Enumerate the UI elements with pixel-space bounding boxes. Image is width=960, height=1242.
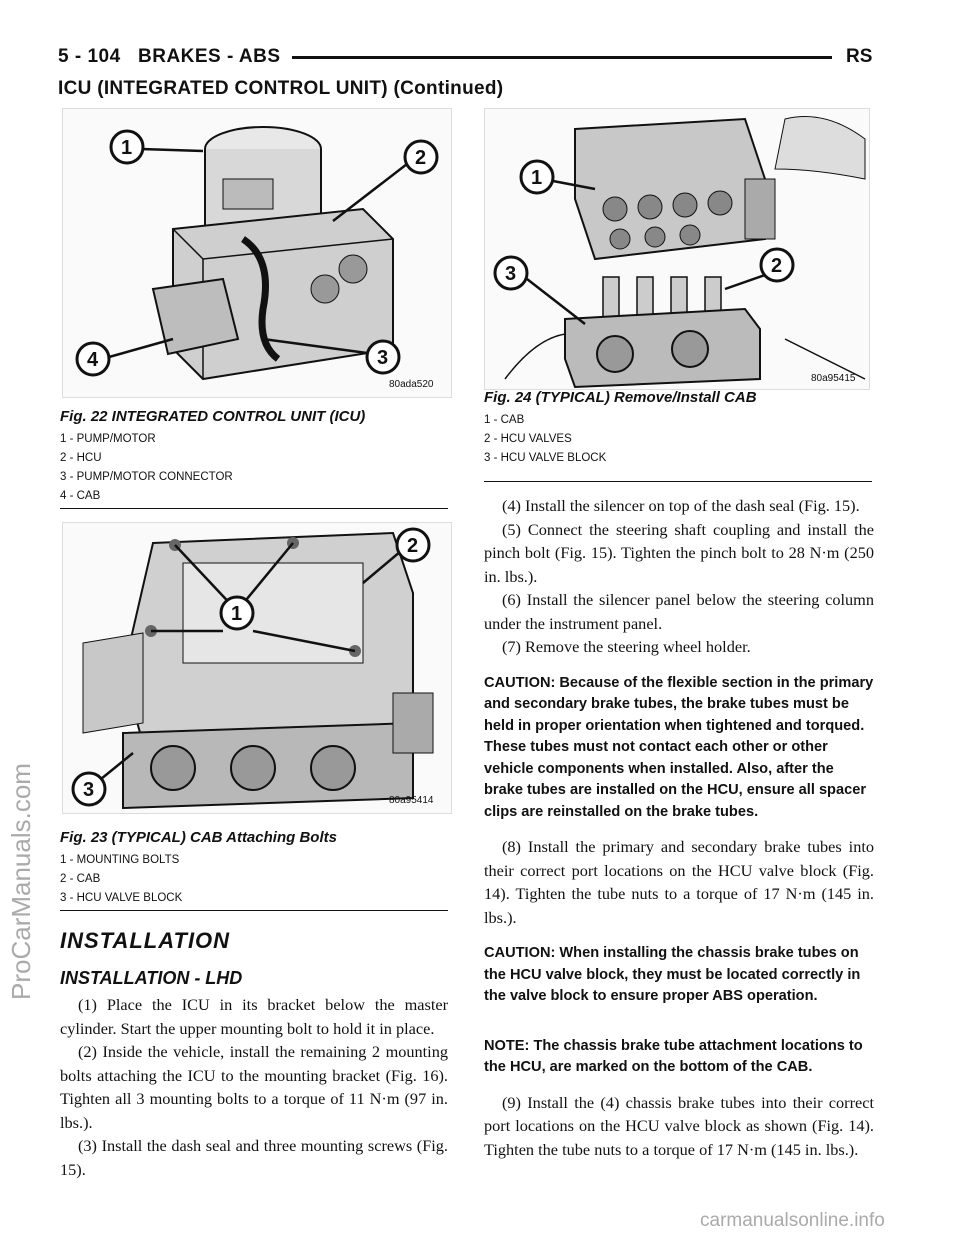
callout-3: 3 xyxy=(83,779,94,801)
figure-code: 80ada520 xyxy=(389,379,434,390)
legend-rule xyxy=(484,481,872,482)
figure-23-image: 1 2 3 80a95414 xyxy=(62,522,452,814)
figure-24-legend: 1 - CAB 2 - HCU VALVES 3 - HCU VALVE BLO… xyxy=(484,411,606,468)
subheading: INSTALLATION - LHD xyxy=(60,968,243,988)
legend-rule xyxy=(60,910,448,911)
legend-item: 1 - MOUNTING BOLTS xyxy=(60,854,180,866)
legend-item: 3 - HCU VALVE BLOCK xyxy=(484,452,607,464)
caution-brake-tubes: CAUTION: Because of the flexible section… xyxy=(484,674,874,820)
callout-2: 2 xyxy=(407,535,418,557)
figure-23-caption: Fig. 23 (TYPICAL) CAB Attaching Bolts xyxy=(60,829,337,846)
figure-22-image: 1 2 3 4 80ada520 xyxy=(62,108,452,398)
figure-22-caption: Fig. 22 INTEGRATED CONTROL UNIT (ICU) xyxy=(60,408,366,425)
legend-item: 1 - PUMP/MOTOR xyxy=(60,433,156,445)
figure-24-caption: Fig. 24 (TYPICAL) Remove/Install CAB xyxy=(484,389,757,406)
section-name: BRAKES - ABS xyxy=(138,46,281,67)
step-2: (2) Inside the vehicle, install the rema… xyxy=(60,1042,448,1132)
step-8: (8) Install the primary and secondary br… xyxy=(484,837,874,927)
callout-4: 4 xyxy=(87,349,99,371)
legend-item: 4 - CAB xyxy=(60,490,101,502)
callout-2: 2 xyxy=(415,147,426,169)
step-9: (9) Install the (4) chassis brake tubes … xyxy=(484,1092,874,1159)
legend-item: 2 - CAB xyxy=(60,873,101,885)
step-7: (7) Remove the steering wheel holder. xyxy=(502,637,751,656)
continued-title: ICU (INTEGRATED CONTROL UNIT) (Continued… xyxy=(58,78,504,99)
callout-1: 1 xyxy=(231,603,242,625)
figure-22-legend: 1 - PUMP/MOTOR 2 - HCU 3 - PUMP/MOTOR CO… xyxy=(60,430,233,506)
figure-code: 80a95415 xyxy=(811,373,856,384)
figure-23-legend: 1 - MOUNTING BOLTS 2 - CAB 3 - HCU VALVE… xyxy=(60,851,182,908)
legend-item: 2 - HCU VALVES xyxy=(484,433,572,445)
callout-1: 1 xyxy=(531,167,542,189)
legend-item: 1 - CAB xyxy=(484,414,525,426)
step-5: (5) Connect the steering shaft coupling … xyxy=(484,519,874,586)
legend-item: 2 - HCU xyxy=(60,452,102,464)
figure-24-image: 1 2 3 80a95415 xyxy=(484,108,870,390)
left-column: INSTALLATION INSTALLATION - LHD (1) Plac… xyxy=(60,928,448,1181)
model-code: RS xyxy=(846,46,873,67)
header-rule xyxy=(292,56,832,59)
section-heading: INSTALLATION xyxy=(60,928,231,953)
figure-code: 80a95414 xyxy=(389,795,434,806)
page-header: 5 - 104 BRAKES - ABS xyxy=(58,46,281,68)
footer-watermark: carmanualsonline.info xyxy=(700,1210,885,1231)
caution-chassis-tubes: CAUTION: When installing the chassis bra… xyxy=(484,945,861,1004)
note-tube-locations: NOTE: The chassis brake tube attachment … xyxy=(484,1037,863,1076)
step-6: (6) Install the silencer panel below the… xyxy=(484,590,874,633)
right-column: (4) Install the silencer on top of the d… xyxy=(484,494,874,1161)
callout-1: 1 xyxy=(121,137,132,159)
callout-3: 3 xyxy=(505,263,516,285)
side-watermark: ProCarManuals.com xyxy=(6,763,36,1000)
callout-2: 2 xyxy=(771,255,782,277)
callout-3: 3 xyxy=(377,347,388,369)
legend-item: 3 - HCU VALVE BLOCK xyxy=(60,892,183,904)
page-number: 5 - 104 xyxy=(58,46,121,67)
step-1: (1) Place the ICU in its bracket below t… xyxy=(60,995,448,1038)
legend-item: 3 - PUMP/MOTOR CONNECTOR xyxy=(60,471,233,483)
step-3: (3) Install the dash seal and three moun… xyxy=(60,1136,448,1179)
legend-rule xyxy=(60,508,448,509)
step-4: (4) Install the silencer on top of the d… xyxy=(502,496,860,515)
